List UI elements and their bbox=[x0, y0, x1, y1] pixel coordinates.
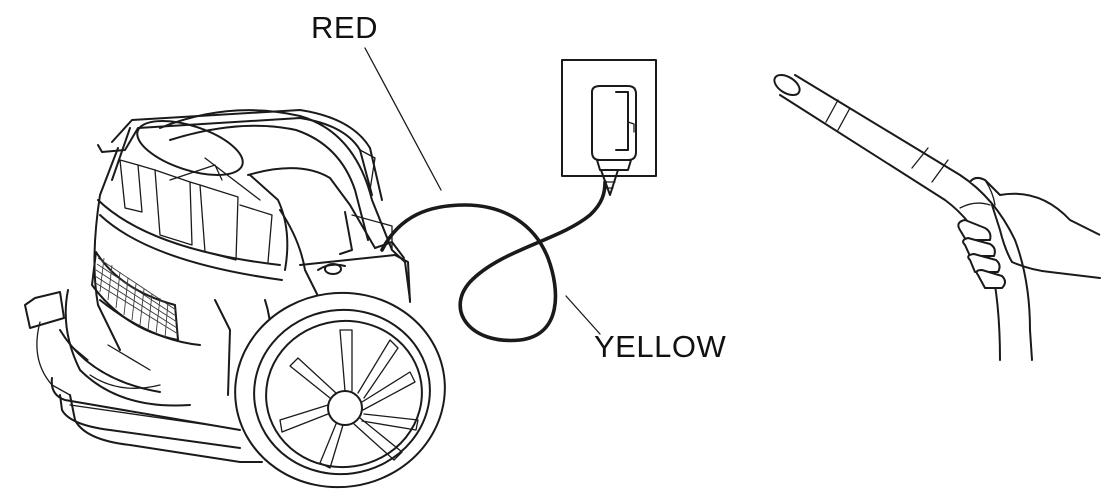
vacuum-cord-port bbox=[374, 241, 405, 259]
vacuum-mesh-filter bbox=[91, 251, 179, 341]
label-leader-lines bbox=[364, 47, 601, 335]
hose-handle-with-hand bbox=[773, 73, 1101, 361]
red-wire-label: RED bbox=[311, 10, 378, 45]
yellow-wire-label: YELLOW bbox=[594, 329, 727, 364]
vacuum-base bbox=[50, 377, 263, 463]
vacuum-wheel bbox=[234, 291, 446, 489]
vacuum-carry-handle bbox=[97, 109, 383, 201]
power-cord bbox=[380, 180, 607, 343]
wall-socket-with-adapter bbox=[561, 59, 657, 196]
wheel-spokes bbox=[279, 329, 419, 469]
vacuum-cleaner-illustration bbox=[24, 109, 446, 489]
